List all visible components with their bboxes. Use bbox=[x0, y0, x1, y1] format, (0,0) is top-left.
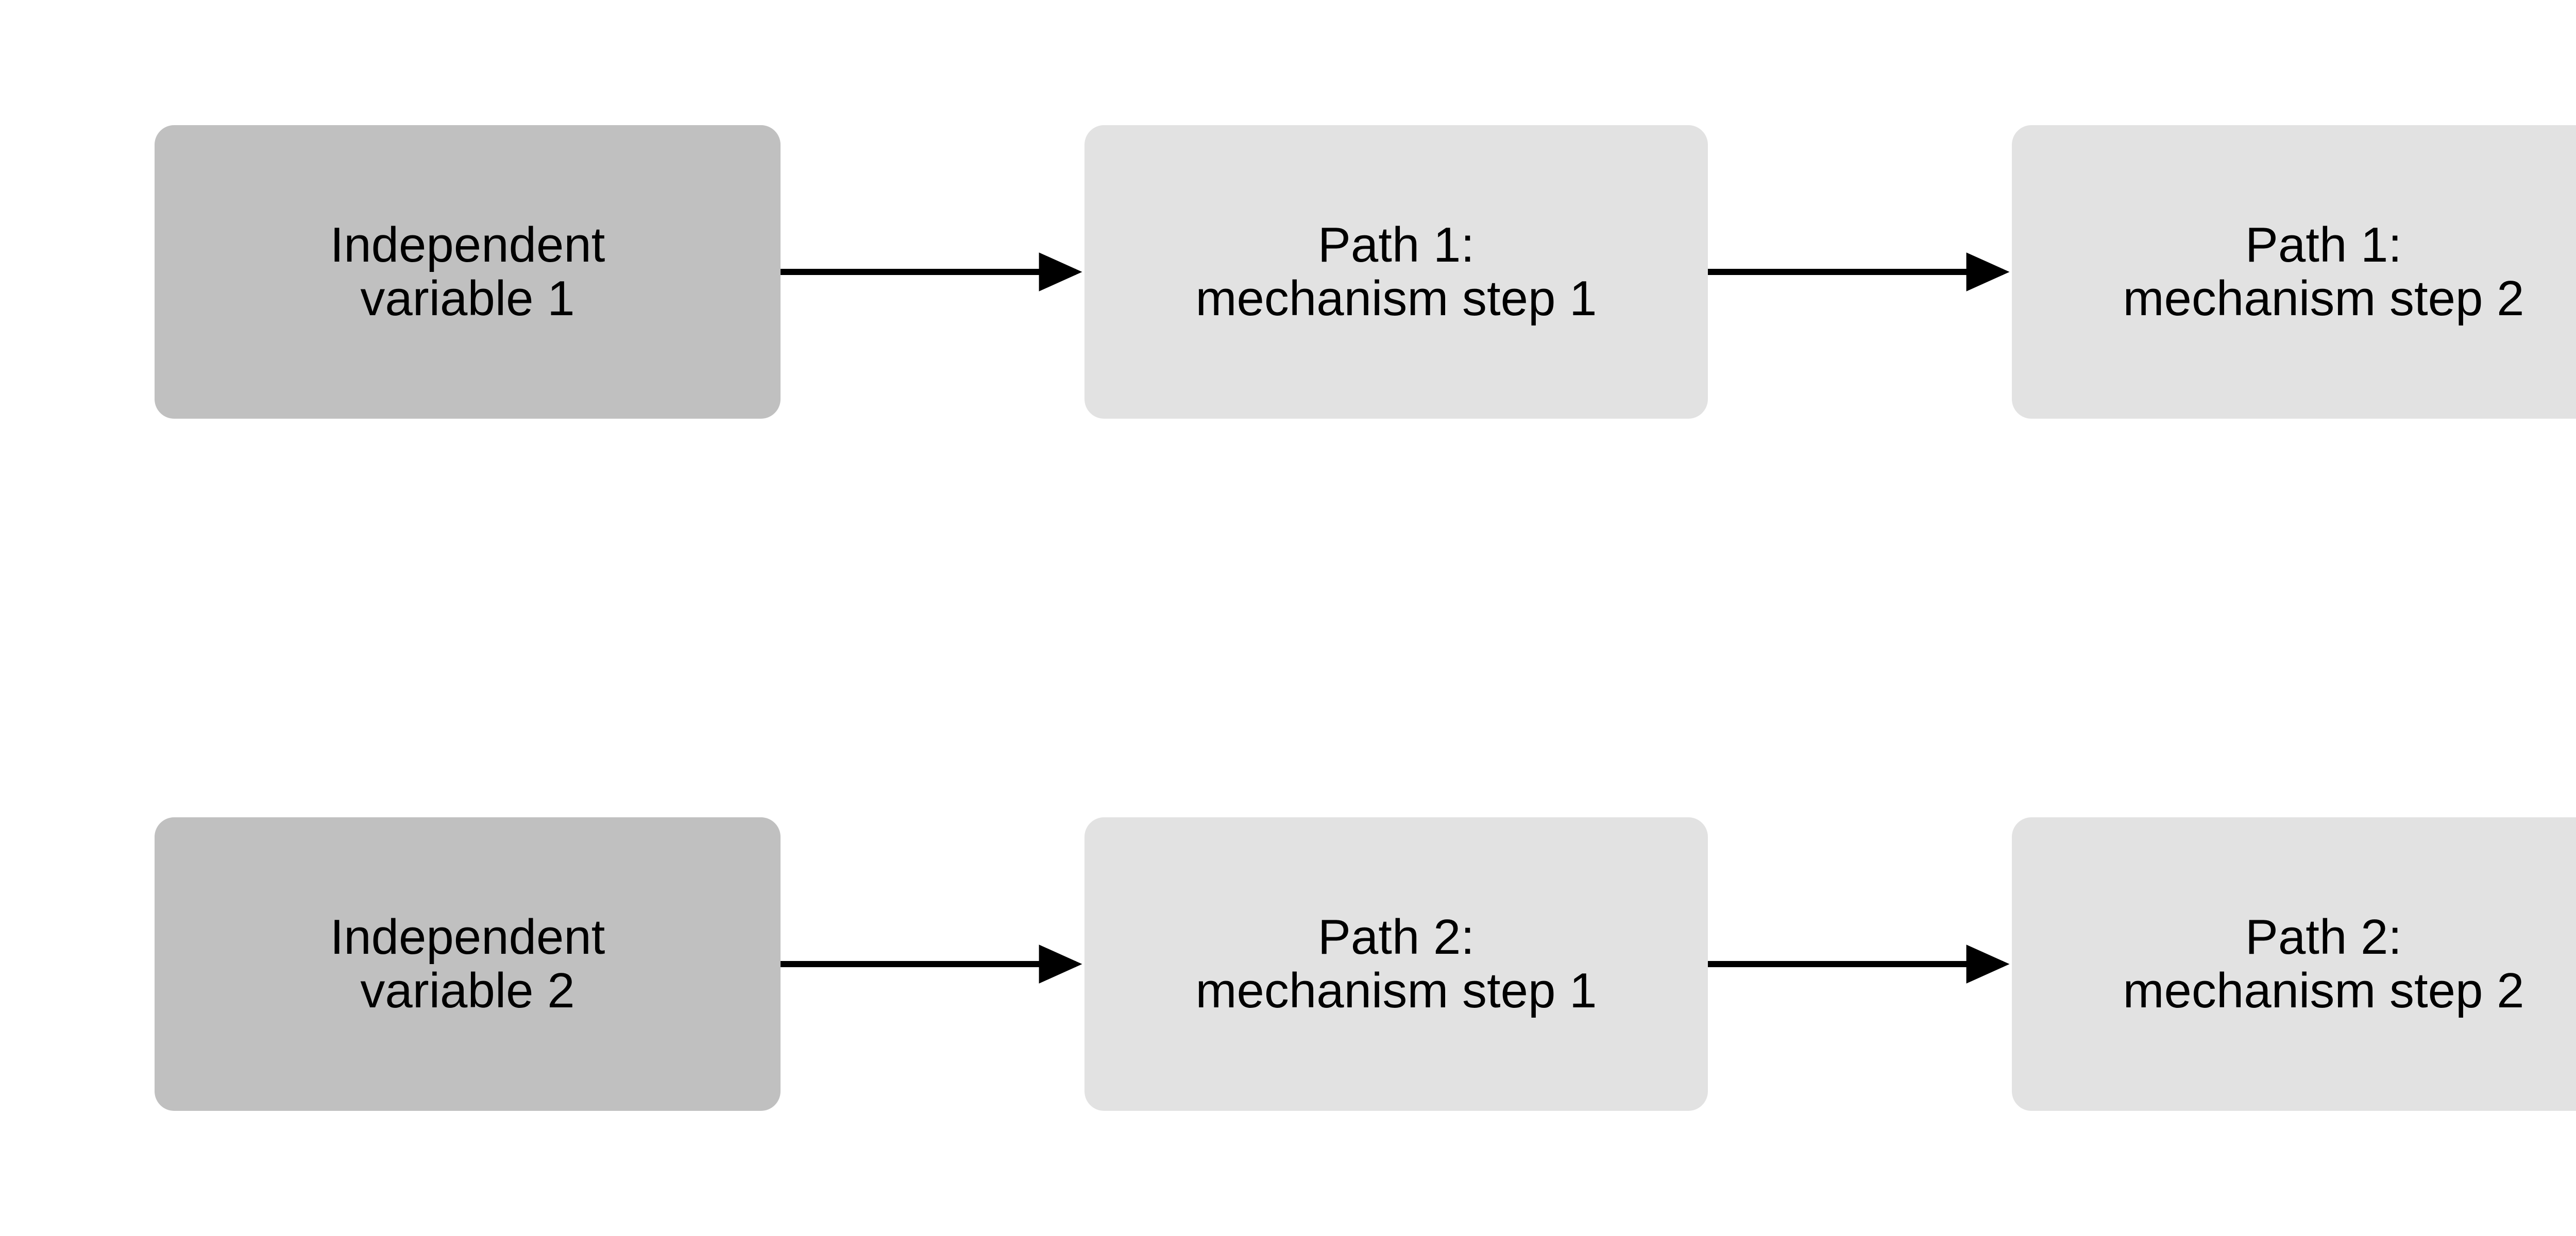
node-path-2-mechanism-step-1: Path 2: mechanism step 1 bbox=[1084, 817, 1708, 1111]
node-path-1-mechanism-step-2: Path 1: mechanism step 2 bbox=[2012, 125, 2576, 419]
node-path-2-mechanism-step-2: Path 2: mechanism step 2 bbox=[2012, 817, 2576, 1111]
node-label: Path 1: mechanism step 1 bbox=[1195, 217, 1597, 326]
node-independent-variable-2: Independent variable 2 bbox=[155, 817, 781, 1111]
node-label: Path 1: mechanism step 2 bbox=[2123, 217, 2524, 326]
node-label: Path 2: mechanism step 2 bbox=[2123, 909, 2524, 1018]
node-label: Path 2: mechanism step 1 bbox=[1195, 909, 1597, 1018]
node-path-1-mechanism-step-1: Path 1: mechanism step 1 bbox=[1084, 125, 1708, 419]
node-independent-variable-1: Independent variable 1 bbox=[155, 125, 781, 419]
node-label: Independent variable 2 bbox=[330, 909, 605, 1018]
node-label: Independent variable 1 bbox=[330, 217, 605, 326]
